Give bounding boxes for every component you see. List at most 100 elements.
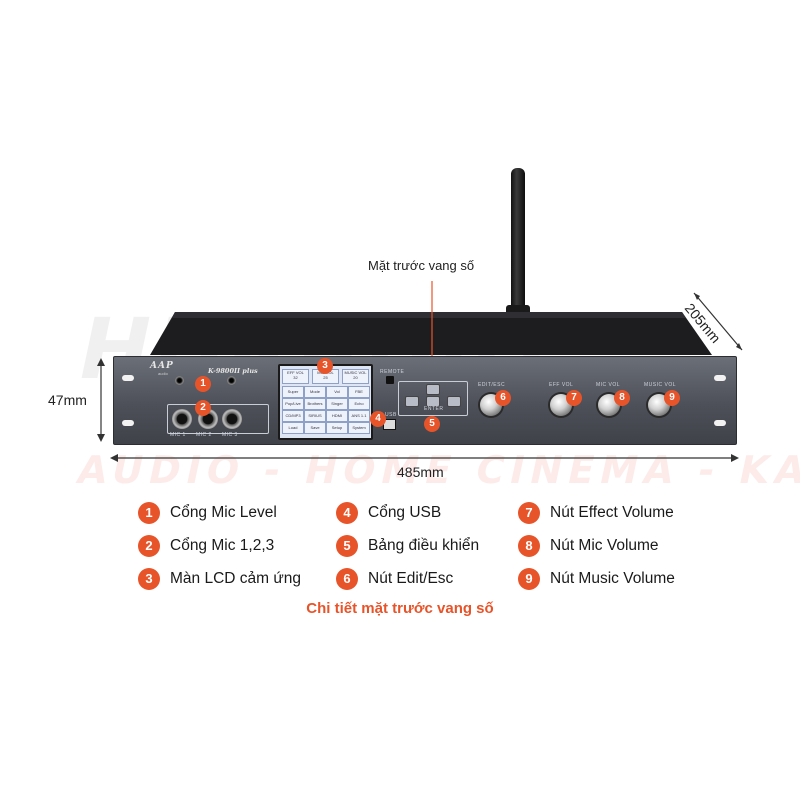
marker-1: 1 <box>195 376 211 392</box>
legend-number: 1 <box>138 502 160 524</box>
legend-item: 2 Cổng Mic 1,2,3 <box>138 534 274 558</box>
nav-center-button[interactable] <box>426 396 440 407</box>
lcd-top-mic-value: 25 <box>323 375 328 380</box>
lcd-menu-item[interactable]: System <box>348 422 370 434</box>
lcd-menu-item[interactable]: Singer <box>326 398 348 410</box>
lcd-menu-item[interactable]: FBE <box>348 386 370 398</box>
height-arrow-head-1 <box>97 358 105 366</box>
mic-level-port[interactable] <box>175 376 184 385</box>
enter-label: ENTER <box>424 406 444 412</box>
marker-3: 3 <box>317 358 333 374</box>
mic-3-jack[interactable] <box>222 409 242 429</box>
nav-up-button[interactable] <box>426 384 440 395</box>
lcd-screen[interactable]: EFF VOL 32 MIC VOL 25 MUSIC VOL 20 Super… <box>278 364 373 440</box>
lcd-menu-item[interactable]: Load <box>282 422 304 434</box>
legend-item: 8 Nút Mic Volume <box>518 534 659 558</box>
depth-arrow-head-1 <box>694 293 700 300</box>
legend-item: 1 Cổng Mic Level <box>138 501 277 525</box>
remote-sensor <box>386 376 394 384</box>
lcd-menu-item[interactable]: Vol <box>326 386 348 398</box>
marker-5: 5 <box>424 416 440 432</box>
legend-item: 3 Màn LCD cảm ứng <box>138 567 301 591</box>
legend-number: 8 <box>518 535 540 557</box>
depth-arrow <box>693 292 743 351</box>
lcd-menu-item[interactable]: ANS 1.1 <box>348 410 370 422</box>
lcd-top-music[interactable]: MUSIC VOL 20 <box>342 369 369 384</box>
brand-logo: AAP <box>150 361 174 371</box>
width-arrow-head-1 <box>110 454 118 462</box>
legend-item: 5 Bảng điều khiển <box>336 534 479 558</box>
lcd-top-eff-label: EFF VOL <box>287 370 304 375</box>
mic-1-label: MIC 1 <box>170 432 186 438</box>
lcd-menu-item[interactable]: Echo <box>348 398 370 410</box>
marker-7: 7 <box>566 390 582 406</box>
height-arrow-head-2 <box>97 434 105 442</box>
legend-label: Cổng USB <box>368 504 442 521</box>
legend-item: 6 Nút Edit/Esc <box>336 567 453 591</box>
legend-label: Cổng Mic 1,2,3 <box>170 537 275 554</box>
legend-item: 9 Nút Music Volume <box>518 567 675 591</box>
lcd-menu-item[interactable]: CD/MP3 <box>282 410 304 422</box>
mic-vol-label: MIC VOL <box>596 382 621 388</box>
model-label: K-9800II plus <box>208 367 258 375</box>
front-panel <box>113 356 737 445</box>
figure-caption: Chi tiết mặt trước vang số <box>306 600 494 617</box>
marker-4: 4 <box>370 411 386 427</box>
legend-number: 5 <box>336 535 358 557</box>
marker-8: 8 <box>614 390 630 406</box>
legend-number: 7 <box>518 502 540 524</box>
legend-label: Nút Edit/Esc <box>368 570 454 587</box>
rack-hole <box>714 375 726 381</box>
lcd-top-eff[interactable]: EFF VOL 32 <box>282 369 309 384</box>
lcd-menu-item[interactable]: Pop/Live <box>282 398 304 410</box>
remote-label: REMOTE <box>380 369 405 375</box>
legend-item: 4 Cổng USB <box>336 501 441 525</box>
brand-sub: audio <box>158 371 168 376</box>
mic-level-port[interactable] <box>227 376 236 385</box>
nav-frame <box>398 381 468 416</box>
lcd-menu-item[interactable]: Save <box>304 422 326 434</box>
rack-hole <box>122 420 134 426</box>
lcd-top-music-value: 20 <box>353 375 358 380</box>
legend-number: 3 <box>138 568 160 590</box>
nav-right-button[interactable] <box>447 396 461 407</box>
legend-label: Nút Music Volume <box>550 570 675 587</box>
eff-vol-label: EFF VOL <box>549 382 574 388</box>
height-label: 47mm <box>48 392 87 408</box>
lcd-top-eff-value: 32 <box>293 375 298 380</box>
marker-2: 2 <box>195 400 211 416</box>
width-arrow-head-2 <box>731 454 739 462</box>
lcd-menu-item[interactable]: Brothers <box>304 398 326 410</box>
rack-hole <box>122 375 134 381</box>
lcd-menu-item[interactable]: HDMI <box>326 410 348 422</box>
usb-label: USB <box>385 412 397 418</box>
legend-number: 4 <box>336 502 358 524</box>
depth-arrow-head-2 <box>736 343 742 350</box>
mic-2-label: MIC 2 <box>196 432 212 438</box>
marker-6: 6 <box>495 390 511 406</box>
front-panel-callout: Mặt trước vang số <box>368 258 475 273</box>
legend-label: Cổng Mic Level <box>170 504 277 521</box>
chassis-top-highlight <box>172 312 686 318</box>
antenna <box>511 168 525 318</box>
legend-number: 6 <box>336 568 358 590</box>
legend-label: Nút Mic Volume <box>550 537 659 554</box>
mic-1-jack[interactable] <box>172 409 192 429</box>
music-vol-label: MUSIC VOL <box>644 382 677 388</box>
lcd-menu-item[interactable]: Super <box>282 386 304 398</box>
legend-number: 2 <box>138 535 160 557</box>
mic-3-label: MIC 3 <box>222 432 238 438</box>
legend-item: 7 Nút Effect Volume <box>518 501 674 525</box>
edit-esc-label: EDIT/ESC <box>478 382 506 388</box>
marker-9: 9 <box>664 390 680 406</box>
nav-left-button[interactable] <box>405 396 419 407</box>
lcd-menu-item[interactable]: Setup <box>326 422 348 434</box>
lcd-menu-item[interactable]: Mode <box>304 386 326 398</box>
lcd-top-music-label: MUSIC VOL <box>344 370 367 375</box>
mic-jack-frame <box>167 404 269 434</box>
legend-label: Bảng điều khiển <box>368 537 480 554</box>
legend-label: Màn LCD cảm ứng <box>170 570 301 587</box>
lcd-menu-item[interactable]: SIRIUS <box>304 410 326 422</box>
